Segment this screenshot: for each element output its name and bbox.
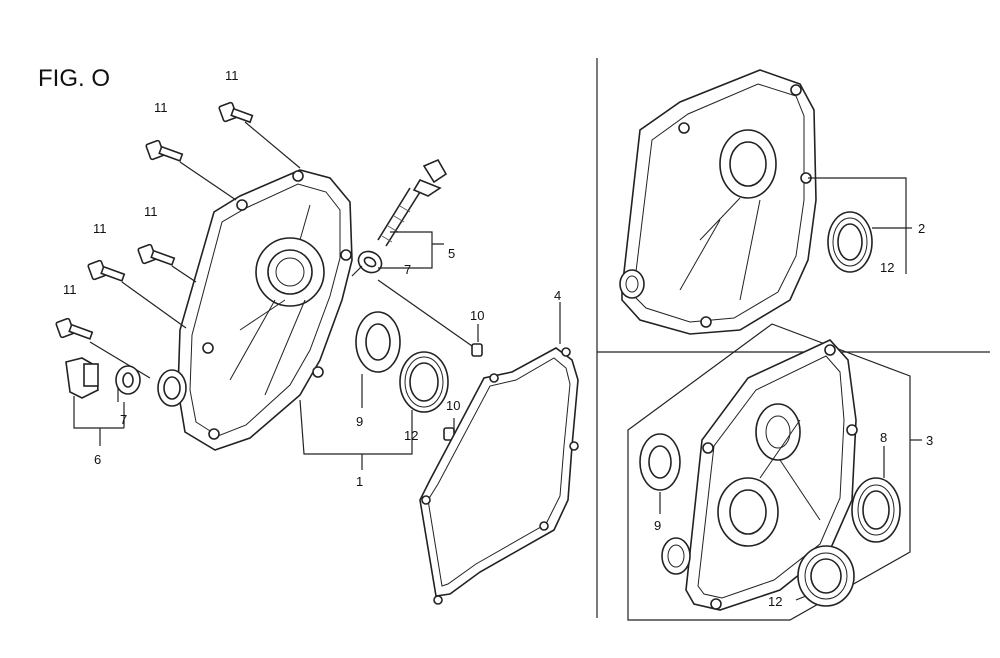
label-9: 9 bbox=[356, 414, 363, 429]
gasket bbox=[419, 347, 579, 605]
oil-seal-small bbox=[157, 369, 187, 407]
label-11: 11 bbox=[144, 204, 158, 219]
o-ring bbox=[357, 250, 383, 274]
label-4: 4 bbox=[554, 288, 561, 303]
label-12: 12 bbox=[768, 594, 782, 609]
main-leaders bbox=[73, 231, 561, 470]
bolt-11-a bbox=[218, 101, 254, 124]
dowel-pin-upper bbox=[471, 343, 483, 357]
label-10: 10 bbox=[470, 308, 484, 323]
label-12: 12 bbox=[404, 428, 418, 443]
part-labels: 11 11 11 11 11 7 6 5 7 10 10 9 12 1 4 2 … bbox=[63, 68, 933, 609]
bolt-11-c bbox=[137, 243, 176, 266]
crankcase-cover-assy-2 bbox=[619, 69, 817, 335]
figure-title: FIG. O bbox=[38, 65, 110, 92]
sealing-washer bbox=[115, 365, 141, 395]
bolt-11-d bbox=[87, 259, 126, 282]
label-11: 11 bbox=[154, 100, 168, 115]
assy-2-leaders bbox=[808, 177, 912, 274]
label-7: 7 bbox=[404, 262, 411, 277]
bolt-11-e bbox=[55, 317, 94, 340]
label-11: 11 bbox=[93, 221, 107, 236]
label-3: 3 bbox=[926, 433, 933, 448]
oil-filler-dipstick bbox=[377, 158, 448, 247]
label-2: 2 bbox=[918, 221, 925, 236]
assy-3-leaders bbox=[659, 439, 922, 601]
label-9: 9 bbox=[654, 518, 661, 533]
label-10: 10 bbox=[446, 398, 460, 413]
drain-plug bbox=[65, 357, 99, 399]
oil-seal-small-assy-3 bbox=[661, 537, 691, 575]
oil-seal-9-assy-3 bbox=[639, 433, 681, 491]
ball-bearing-8-assy-3 bbox=[851, 477, 901, 543]
ball-bearing-12 bbox=[399, 351, 449, 413]
panel-dividers bbox=[596, 58, 990, 618]
label-8: 8 bbox=[880, 430, 887, 445]
ball-bearing-12-assy-3 bbox=[797, 545, 855, 607]
label-7: 7 bbox=[120, 412, 127, 427]
bolt-11-b bbox=[145, 139, 184, 162]
oil-seal-9 bbox=[355, 311, 401, 373]
ball-bearing-12-assy-2 bbox=[827, 211, 873, 273]
label-11: 11 bbox=[225, 68, 239, 83]
bolt-leaders bbox=[89, 121, 301, 379]
label-12: 12 bbox=[880, 260, 894, 275]
crankcase-cover-main bbox=[177, 169, 353, 451]
label-6: 6 bbox=[94, 452, 101, 467]
label-5: 5 bbox=[448, 246, 455, 261]
label-1: 1 bbox=[356, 474, 363, 489]
crankcase-cover-assy-3-frame bbox=[627, 323, 911, 621]
label-11: 11 bbox=[63, 282, 77, 297]
crankcase-cover-assy-3 bbox=[685, 339, 858, 611]
